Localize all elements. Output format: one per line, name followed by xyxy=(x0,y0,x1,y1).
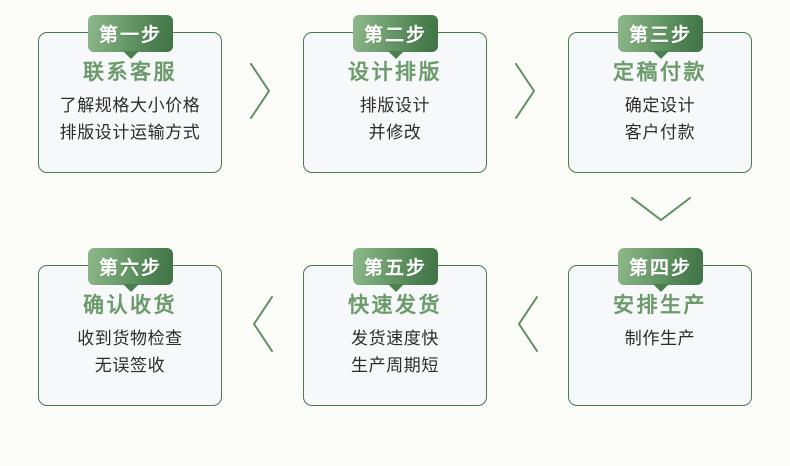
step-card-1-content: 联系客服 了解规格大小价格 排版设计运输方式 xyxy=(39,33,221,172)
step-badge-label-4: 第四步 xyxy=(628,258,692,279)
step-card-5-content: 快速发货 发货速度快 生产周期短 xyxy=(304,266,486,405)
step-badge-6: 第六步 xyxy=(88,248,173,292)
step-line: 无误签收 xyxy=(94,355,166,375)
step-line: 收到货物检查 xyxy=(77,329,183,349)
step-lines-3: 确定设计 客户付款 xyxy=(625,93,695,146)
badge-tail-icon xyxy=(122,284,139,292)
step-line: 排版设计运输方式 xyxy=(59,122,201,142)
step-lines-2: 排版设计 并修改 xyxy=(360,93,430,146)
step-lines-6: 收到货物检查 无误签收 xyxy=(77,326,183,379)
chevron-down-icon xyxy=(628,192,694,226)
step-badge-label-2: 第二步 xyxy=(363,25,427,46)
step-lines-4: 制作生产 xyxy=(625,326,695,352)
step-card-6-content: 确认收货 收到货物检查 无误签收 xyxy=(39,266,221,405)
step-badge-5: 第五步 xyxy=(353,248,438,292)
step-title-2: 设计排版 xyxy=(348,61,442,84)
step-card-4-content: 安排生产 制作生产 xyxy=(569,266,751,405)
step-badge-3: 第三步 xyxy=(618,15,703,59)
step-line: 生产周期短 xyxy=(351,355,439,375)
step-title-3: 定稿付款 xyxy=(613,61,707,84)
step-lines-1: 了解规格大小价格 排版设计运输方式 xyxy=(60,93,201,146)
chevron-right-icon xyxy=(245,60,275,122)
step-badge-2: 第二步 xyxy=(353,15,438,59)
step-title-4: 安排生产 xyxy=(613,294,707,317)
step-title-5: 快速发货 xyxy=(348,294,442,317)
step-title-6: 确认收货 xyxy=(83,294,177,317)
step-line: 了解规格大小价格 xyxy=(59,96,201,116)
badge-tail-icon xyxy=(652,51,669,59)
badge-tail-icon xyxy=(387,284,404,292)
step-line: 排版设计 xyxy=(359,96,431,116)
step-line: 发货速度快 xyxy=(351,329,439,349)
step-badge-label-6: 第六步 xyxy=(98,258,162,279)
step-badge-1: 第一步 xyxy=(88,15,173,59)
step-line: 客户付款 xyxy=(624,122,696,142)
badge-tail-icon xyxy=(652,284,669,292)
step-line: 并修改 xyxy=(368,122,422,142)
chevron-right-icon xyxy=(510,60,540,122)
badge-tail-icon xyxy=(122,51,139,59)
step-line: 确定设计 xyxy=(624,96,696,116)
step-card-2-content: 设计排版 排版设计 并修改 xyxy=(304,33,486,172)
step-badge-label-1: 第一步 xyxy=(98,25,162,46)
step-badge-label-3: 第三步 xyxy=(628,25,692,46)
step-badge-label-5: 第五步 xyxy=(363,258,427,279)
step-lines-5: 发货速度快 生产周期短 xyxy=(351,326,439,379)
step-line: 制作生产 xyxy=(624,329,696,349)
chevron-left-icon xyxy=(513,293,543,355)
chevron-left-icon xyxy=(248,293,278,355)
step-title-1: 联系客服 xyxy=(83,61,177,84)
step-card-3-content: 定稿付款 确定设计 客户付款 xyxy=(569,33,751,172)
badge-tail-icon xyxy=(387,51,404,59)
step-badge-4: 第四步 xyxy=(618,248,703,292)
